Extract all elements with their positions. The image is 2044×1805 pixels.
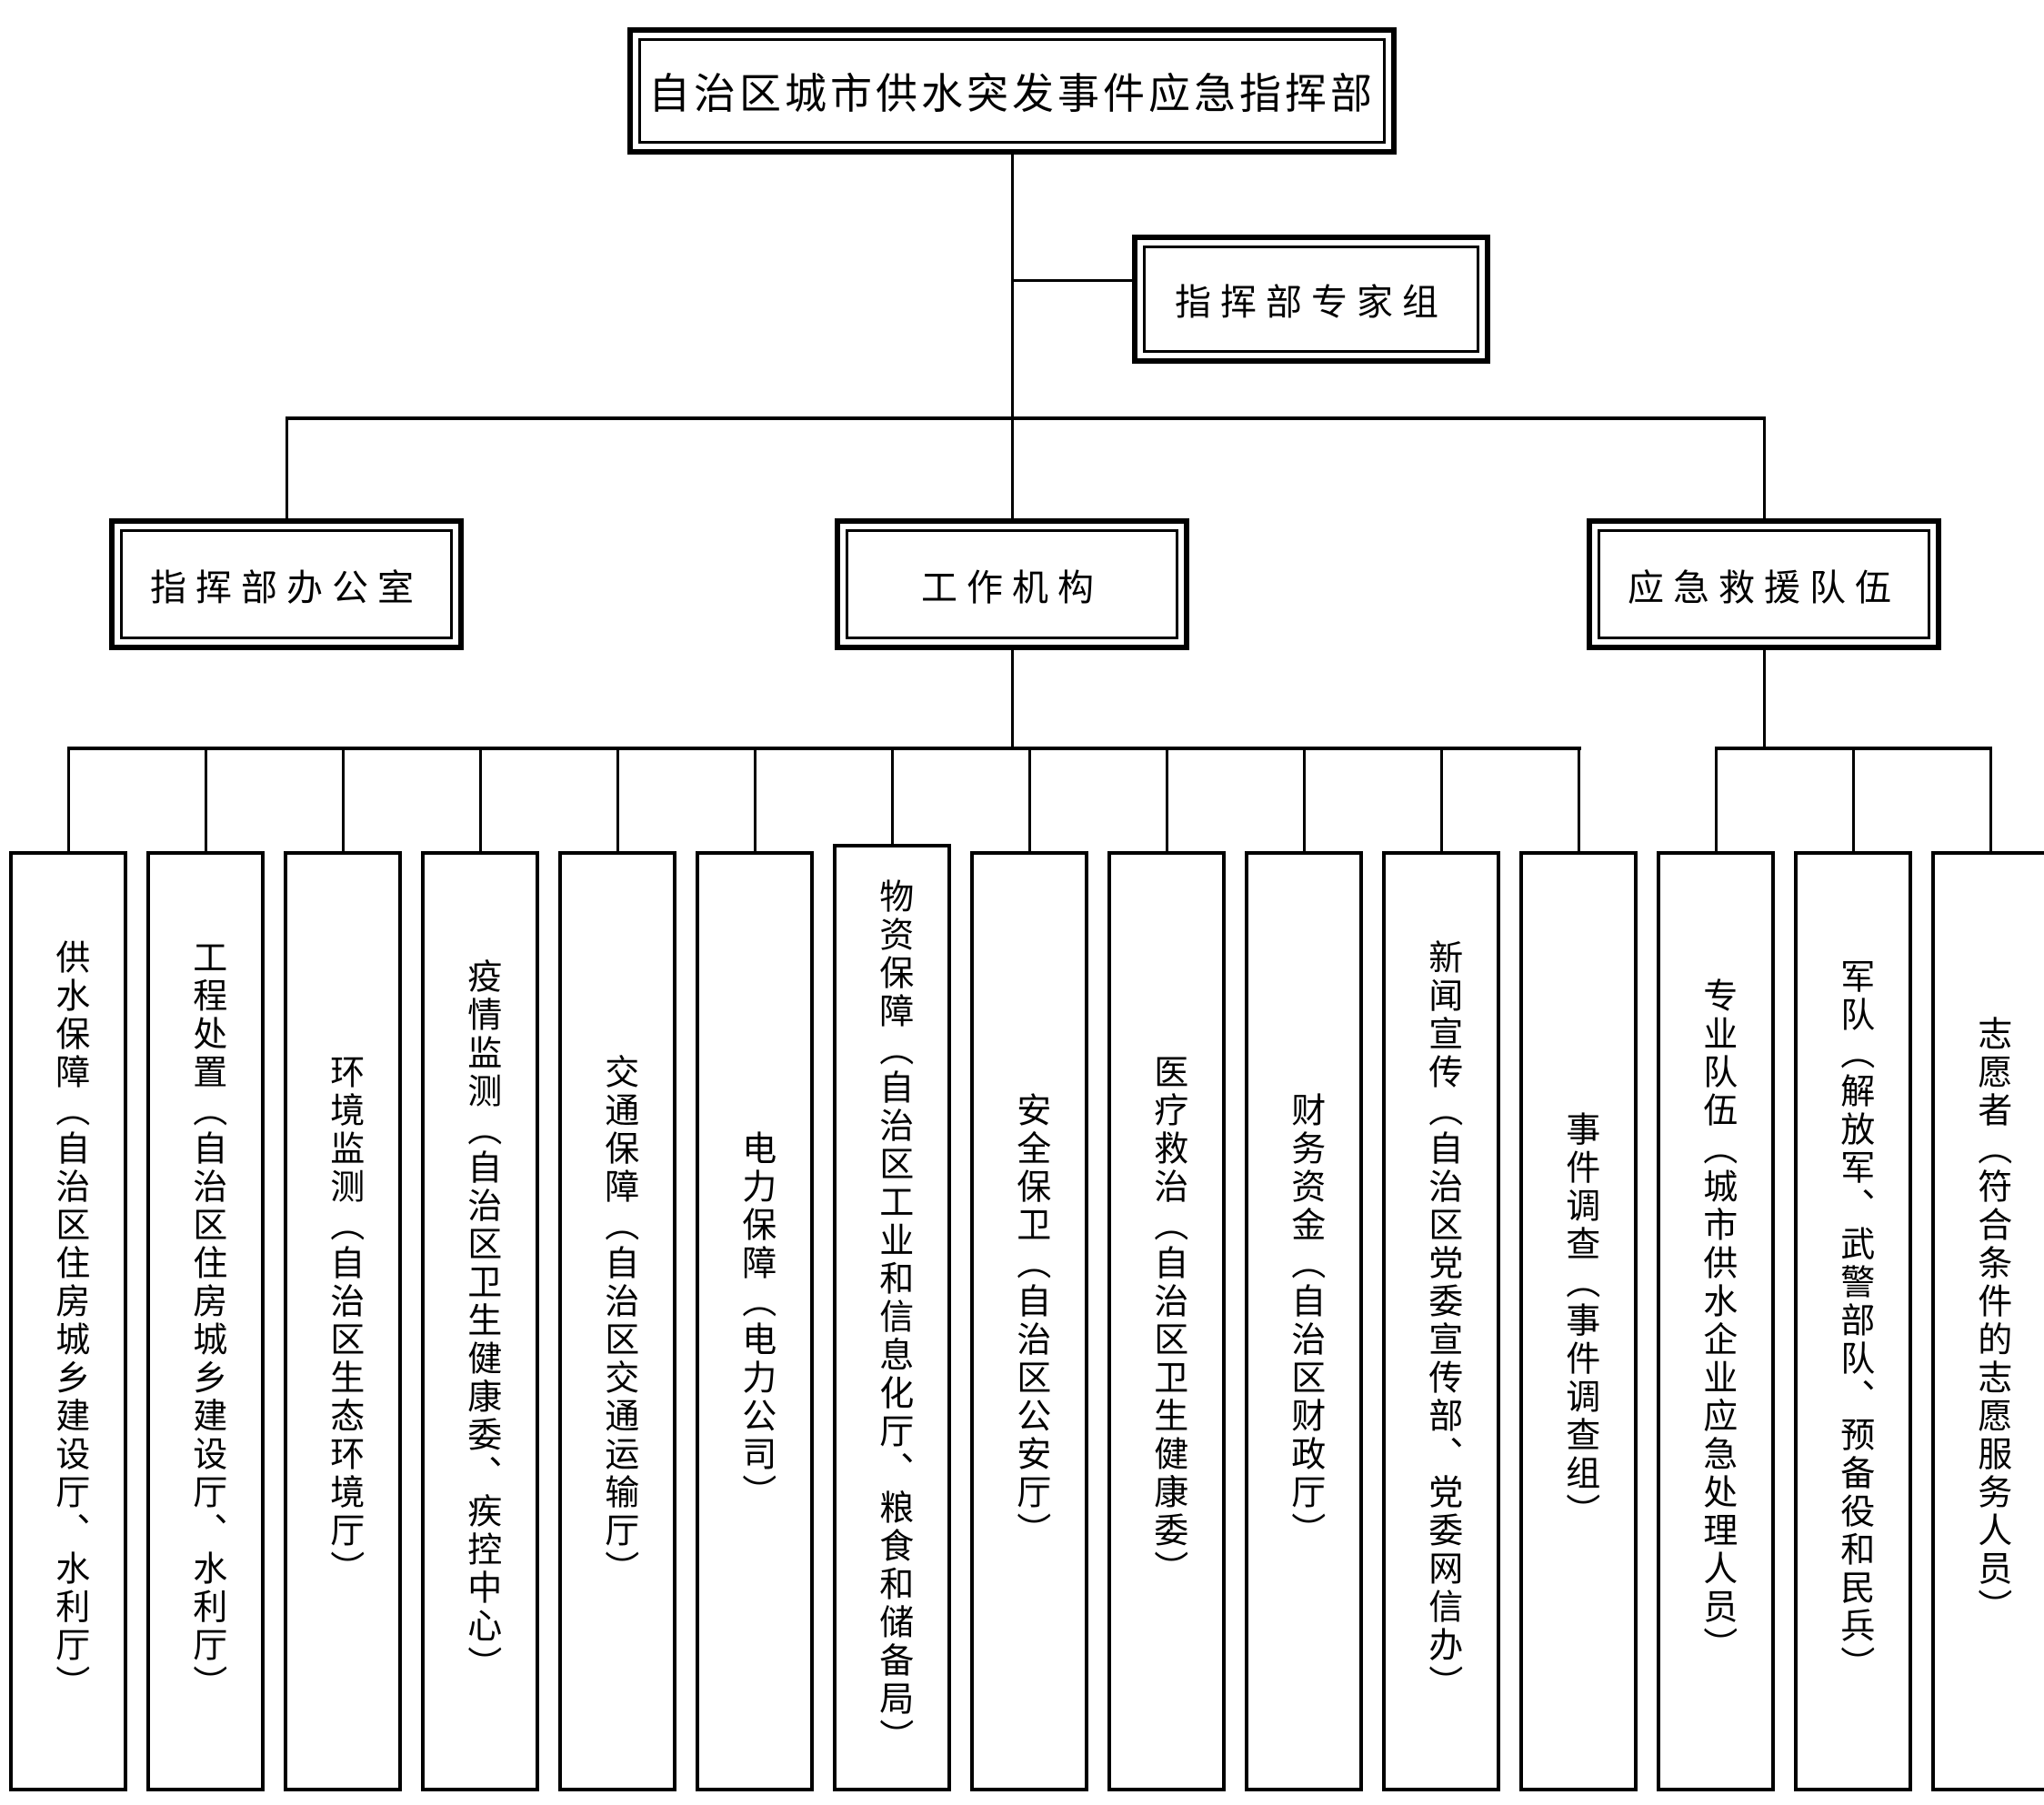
expert-group-box: 指挥部专家组 — [1132, 235, 1490, 364]
unit-box-water-supply-assurance: 供水保障（自治区住房城乡建设厅、水利厅） — [9, 851, 127, 1791]
connector-unit-drop — [1028, 748, 1031, 851]
connector-rescue-drop — [1763, 648, 1766, 750]
expert-group-label: 指挥部专家组 — [1175, 282, 1448, 323]
unit-box-engineering-disposal: 工程处置（自治区住房城乡建设厅、水利厅） — [146, 851, 265, 1791]
connector-unit-drop — [754, 748, 756, 851]
unit-box-epidemic-monitoring: 疫情监测（自治区卫生健康委、疾控中心） — [421, 851, 539, 1791]
unit-label: 志愿者（符合条件的志愿服务人员） — [1971, 1016, 2010, 1627]
box-command-office: 指挥部办公室 — [109, 518, 464, 650]
rescue-teams-label: 应急救援队伍 — [1628, 567, 1900, 608]
unit-label: 电力保障（电力公司） — [736, 1130, 775, 1512]
unit-label: 财务资金（自治区财政厅） — [1285, 1092, 1324, 1550]
box-rescue-teams-inner: 应急救援队伍 — [1598, 529, 1930, 639]
connector-root-vertical — [1011, 155, 1014, 518]
working-bodies-label: 工作机构 — [921, 567, 1103, 608]
connector-level2-horizontal — [286, 416, 1766, 420]
connector-rescue-top-drop — [1763, 418, 1766, 520]
connector-unit-drop — [1440, 748, 1443, 851]
connector-unit-drop — [1303, 748, 1306, 851]
unit-label: 环境监测（自治区生态环境厅） — [324, 1054, 363, 1589]
box-working-bodies: 工作机构 — [835, 518, 1189, 650]
connector-work-bus — [67, 747, 1581, 750]
unit-box-transport-assurance: 交通保障（自治区交通运输厅） — [558, 851, 676, 1791]
connector-unit-drop — [1989, 748, 1992, 851]
connector-unit-drop — [1715, 748, 1718, 851]
unit-box-medical-treatment: 医疗救治（自治区卫生健康委） — [1107, 851, 1226, 1791]
root-title: 自治区城市供水突发事件应急指挥部 — [648, 71, 1376, 117]
connector-office-drop — [286, 418, 288, 520]
box-command-office-inner: 指挥部办公室 — [120, 529, 453, 639]
unit-box-finance-funds: 财务资金（自治区财政厅） — [1245, 851, 1363, 1791]
connector-unit-drop — [1166, 748, 1168, 851]
connector-unit-drop — [205, 748, 207, 851]
connector-unit-drop — [1578, 748, 1580, 851]
unit-box-power-assurance: 电力保障（电力公司） — [696, 851, 814, 1791]
unit-label: 事件调查（事件调查组） — [1559, 1111, 1598, 1531]
unit-label: 供水保障（自治区住房城乡建设厅、水利厅） — [49, 939, 88, 1703]
unit-box-environment-monitoring: 环境监测（自治区生态环境厅） — [284, 851, 402, 1791]
unit-box-volunteers: 志愿者（符合条件的志愿服务人员） — [1931, 851, 2044, 1791]
connector-unit-drop — [67, 748, 70, 851]
connector-working-drop — [1011, 648, 1014, 750]
unit-label: 专业队伍（城市供水企业应急处理人员） — [1697, 978, 1736, 1665]
connector-unit-drop — [891, 748, 894, 844]
connector-expert-horizontal — [1012, 279, 1132, 282]
unit-label: 军队（解放军、武警部队、预备役和民兵） — [1834, 958, 1873, 1684]
unit-label: 交通保障（自治区交通运输厅） — [598, 1054, 637, 1589]
box-working-bodies-inner: 工作机构 — [846, 529, 1178, 639]
unit-label: 安全保卫（自治区公安厅） — [1010, 1092, 1049, 1550]
connector-unit-drop — [479, 748, 482, 851]
command-office-label: 指挥部办公室 — [150, 567, 423, 608]
unit-label: 物资保障（自治区工业和信息化厅、粮食和储备局） — [873, 878, 912, 1757]
unit-label: 工程处置（自治区住房城乡建设厅、水利厅） — [186, 939, 225, 1703]
connector-unit-drop — [616, 748, 619, 851]
box-rescue-teams: 应急救援队伍 — [1587, 518, 1941, 650]
root-box-inner: 自治区城市供水突发事件应急指挥部 — [638, 38, 1386, 144]
expert-group-box-inner: 指挥部专家组 — [1143, 246, 1479, 353]
root-box: 自治区城市供水突发事件应急指挥部 — [627, 27, 1397, 155]
unit-box-news-publicity: 新闻宣传（自治区党委宣传部、党委网信办） — [1382, 851, 1500, 1791]
unit-label: 医疗救治（自治区卫生健康委） — [1147, 1054, 1187, 1589]
unit-box-military: 军队（解放军、武警部队、预备役和民兵） — [1794, 851, 1912, 1791]
unit-box-supplies-assurance: 物资保障（自治区工业和信息化厅、粮食和储备局） — [833, 844, 951, 1791]
unit-box-professional-teams: 专业队伍（城市供水企业应急处理人员） — [1657, 851, 1775, 1791]
unit-label: 疫情监测（自治区卫生健康委、疾控中心） — [461, 958, 500, 1684]
unit-box-incident-investigation: 事件调查（事件调查组） — [1519, 851, 1638, 1791]
connector-unit-drop — [342, 748, 345, 851]
connector-unit-drop — [1852, 748, 1855, 851]
unit-box-security-protection: 安全保卫（自治区公安厅） — [970, 851, 1088, 1791]
unit-label: 新闻宣传（自治区党委宣传部、党委网信办） — [1422, 939, 1461, 1703]
